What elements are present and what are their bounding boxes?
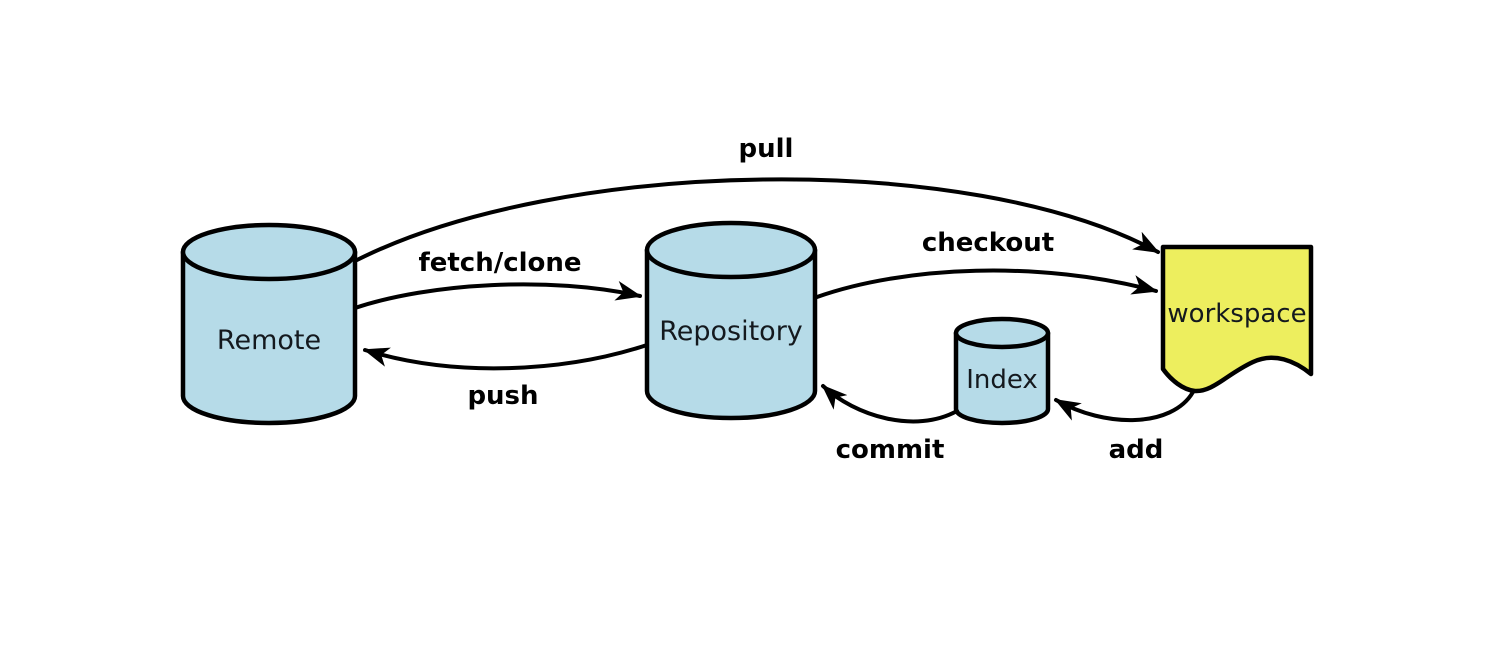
cylinder-shape — [644, 247, 818, 421]
repository-label: Repository — [659, 316, 803, 347]
cylinder-top-shape — [953, 316, 1051, 350]
node-repository: Repository — [644, 220, 818, 421]
arrow-push-line — [363, 343, 649, 371]
arrow-commit-line — [821, 384, 959, 424]
node-workspace: workspace — [1160, 244, 1314, 394]
cylinder-top-shape — [180, 222, 358, 282]
remote-label: Remote — [217, 325, 321, 356]
arrow-fetch-clone: fetch/clone — [353, 248, 642, 310]
push-label: push — [467, 381, 538, 411]
index-label: Index — [966, 365, 1038, 395]
fetch-clone-label: fetch/clone — [418, 248, 581, 278]
arrow-pull: pull — [355, 134, 1160, 262]
arrow-checkout: checkout — [815, 228, 1158, 299]
checkout-label: checkout — [922, 228, 1054, 258]
workspace-label: workspace — [1167, 299, 1306, 329]
arrow-add: add — [1054, 390, 1195, 465]
arrow-commit: commit — [821, 384, 959, 465]
arrow-add-line — [1054, 390, 1195, 423]
pull-label: pull — [739, 134, 794, 164]
document-shape — [1160, 244, 1314, 394]
arrow-fetch-clone-line — [353, 281, 642, 310]
arrow-pull-line — [355, 177, 1160, 262]
arrow-push: push — [363, 343, 649, 411]
cylinder-shape — [180, 249, 358, 426]
commit-label: commit — [836, 435, 945, 465]
node-remote: Remote — [180, 222, 358, 426]
cylinder-shape — [953, 330, 1051, 426]
add-label: add — [1109, 435, 1164, 465]
arrow-checkout-line — [815, 268, 1158, 299]
node-index: Index — [953, 316, 1051, 426]
cylinder-top-shape — [644, 220, 818, 280]
